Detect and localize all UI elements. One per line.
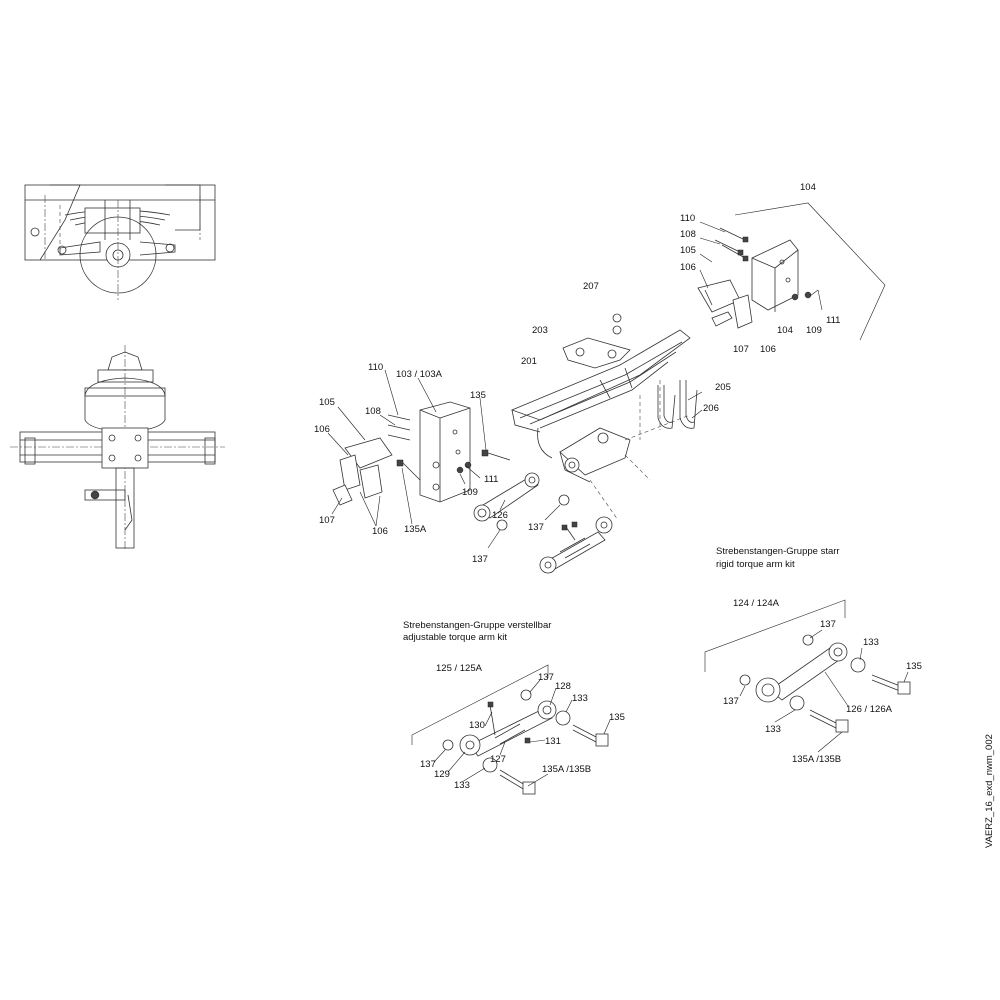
- leaf-spring-assembly: [510, 313, 691, 521]
- part-label-126: 126 / 126A: [846, 704, 893, 715]
- part-label-135A: 135A /135B: [542, 764, 591, 775]
- part-label-105: 105: [680, 245, 696, 256]
- part-label-106: 106: [760, 344, 776, 355]
- part-label-106: 106: [314, 424, 330, 435]
- part-label-104: 104: [800, 182, 816, 193]
- kit-titles: Strebenstangen-Gruppe starr rigid torque…: [403, 546, 840, 643]
- part-label-130: 130: [469, 720, 485, 731]
- part-label-108: 108: [680, 229, 696, 240]
- part-label-129: 129: [434, 769, 450, 780]
- part-label-137: 137: [820, 619, 836, 630]
- part-label-127: 127: [490, 754, 506, 765]
- part-label-105: 105: [319, 397, 335, 408]
- part-label-111: 111: [484, 474, 498, 485]
- part-label-111: 111: [826, 315, 840, 326]
- part-label-137: 137: [723, 696, 739, 707]
- part-label-107: 107: [733, 344, 749, 355]
- part-label-135A: 135A: [404, 524, 427, 535]
- adjustable-kit-title-de: Strebenstangen-Gruppe verstellbar: [403, 620, 551, 631]
- part-label-107: 107: [319, 515, 335, 526]
- u-bolts: [657, 380, 703, 429]
- part-label-104: 104: [777, 325, 793, 336]
- side-view-drawing: [24, 184, 216, 300]
- part-label-207: 207: [583, 281, 599, 292]
- adjustable-arm-center: [539, 516, 613, 574]
- part-label-103: 103 / 103A: [396, 369, 443, 380]
- part-label-135: 135: [906, 661, 922, 672]
- part-label-201: 201: [521, 356, 537, 367]
- part-label-137: 137: [472, 554, 488, 565]
- torque-arm-126: [473, 472, 570, 549]
- part-label-137: 137: [538, 672, 554, 683]
- rigid-kit-title-de: Strebenstangen-Gruppe starr: [716, 546, 840, 557]
- part-label-110: 110: [368, 362, 383, 373]
- part-label-124: 124 / 124A: [733, 598, 780, 609]
- part-label-205: 205: [715, 382, 731, 393]
- part-labels: 104 110 108 105 106 104 109 111 107 106 …: [314, 182, 922, 791]
- rear-view-drawing: [10, 345, 225, 550]
- part-label-133: 133: [863, 637, 879, 648]
- part-label-106: 106: [680, 262, 696, 273]
- part-label-126: 126: [492, 510, 508, 521]
- part-label-133: 133: [454, 780, 470, 791]
- part-label-203: 203: [532, 325, 548, 336]
- part-label-110: 110: [680, 213, 695, 224]
- part-label-108: 108: [365, 406, 381, 417]
- part-label-109: 109: [806, 325, 822, 336]
- part-label-133: 133: [572, 693, 588, 704]
- part-label-106: 106: [372, 526, 388, 537]
- adjustable-torque-arm-kit: [411, 664, 611, 795]
- part-label-128: 128: [555, 681, 571, 692]
- part-label-206: 206: [703, 403, 719, 414]
- part-label-125: 125 / 125A: [436, 663, 483, 674]
- part-label-133: 133: [765, 724, 781, 735]
- drawing-id: VAERZ_16_exd_nwm_002: [984, 734, 995, 848]
- part-label-131: 131: [545, 736, 561, 747]
- rigid-kit-title-en: rigid torque arm kit: [716, 559, 795, 570]
- part-label-137: 137: [420, 759, 436, 770]
- part-label-135: 135: [609, 712, 625, 723]
- part-label-135: 135: [470, 390, 486, 401]
- rigid-torque-arm-kit: [704, 599, 911, 753]
- adjustable-kit-title-en: adjustable torque arm kit: [403, 632, 507, 643]
- part-label-137: 137: [528, 522, 544, 533]
- bracket-assembly-103: [327, 369, 511, 527]
- part-label-109: 109: [462, 487, 478, 498]
- part-label-135A: 135A /135B: [792, 754, 841, 765]
- bracket-assembly-104: [697, 202, 886, 341]
